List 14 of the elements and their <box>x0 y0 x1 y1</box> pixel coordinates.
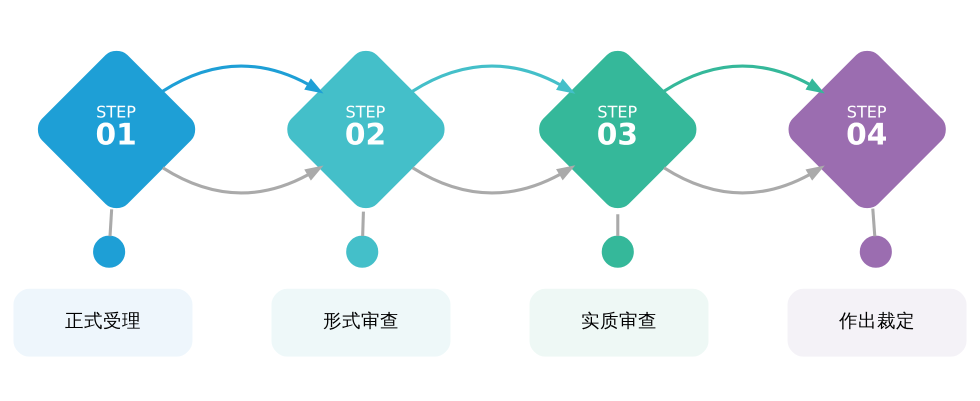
arrow <box>412 165 576 194</box>
node-circle <box>860 236 892 268</box>
node-circle <box>346 236 378 268</box>
connector <box>871 208 876 236</box>
arrow <box>663 64 825 94</box>
arrow <box>663 166 825 194</box>
connector <box>616 214 620 236</box>
arrow <box>162 64 324 94</box>
node-circle <box>93 236 126 268</box>
connector <box>361 212 365 236</box>
arrow <box>412 64 576 94</box>
connector <box>108 209 114 236</box>
node-circle <box>602 236 634 268</box>
arrow <box>162 166 324 194</box>
